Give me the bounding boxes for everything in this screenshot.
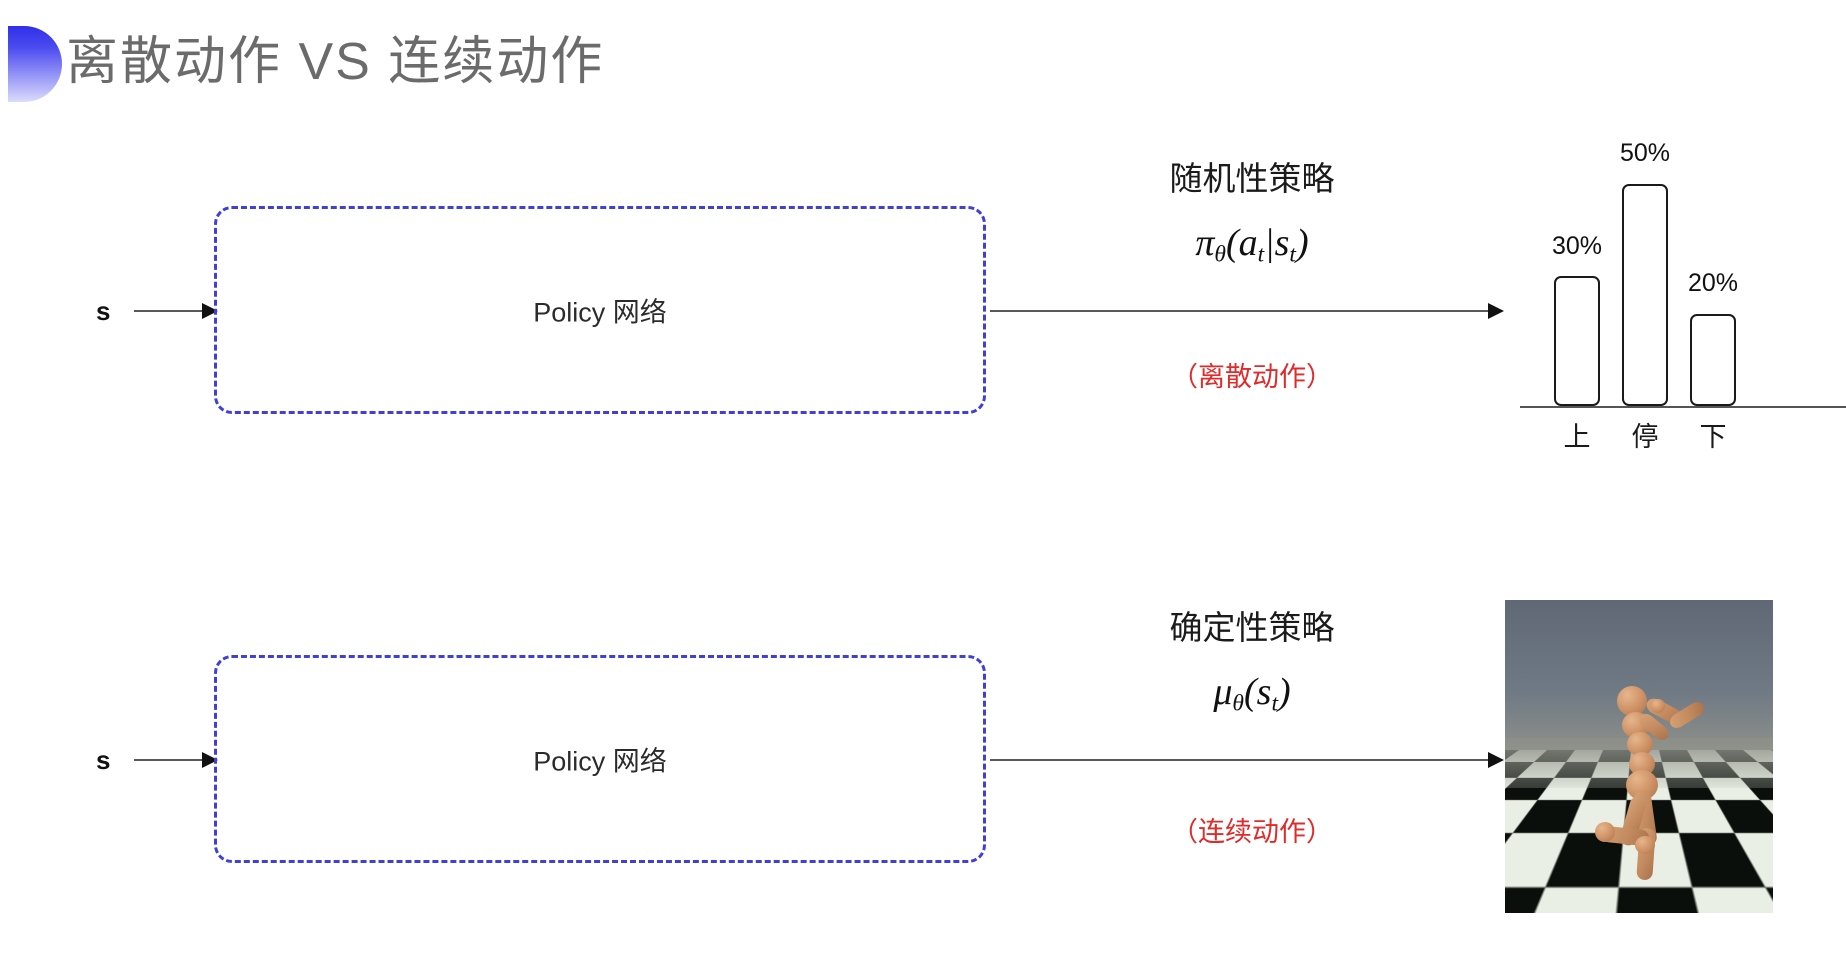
formula-given-state: |s <box>1264 222 1289 264</box>
page-title: 离散动作 VS 连续动作 <box>66 24 604 100</box>
formula-pi: π <box>1195 222 1214 264</box>
formula-close-paren: ) <box>1296 222 1309 264</box>
humanoid-hand-right <box>1651 699 1665 713</box>
bar-value-down: 20% <box>1688 269 1738 298</box>
formula-deterministic-policy: μθ(st) <box>1082 661 1422 735</box>
note-continuous-action: （连续动作） <box>1082 810 1422 849</box>
formula-stochastic-policy: πθ(at|st) <box>1082 212 1422 286</box>
bar-chart-tick-labels: 上 停 下 <box>1554 415 1736 454</box>
bar-chart-bars: 30% 50% 20% <box>1554 146 1736 406</box>
state-label-top: s <box>96 296 110 327</box>
arrow-policy-to-output-bottom <box>990 759 1502 761</box>
arrow-policy-to-output-top <box>990 310 1502 312</box>
formula-open-arg: (a <box>1226 222 1258 264</box>
annotation-title-bottom: 确定性策略 <box>1082 605 1422 651</box>
tick-label-stop: 停 <box>1622 415 1668 454</box>
discrete-action-bar-chart: 30% 50% 20% 上 停 下 <box>1494 100 1846 460</box>
policy-network-box-top[interactable]: Policy 网络 <box>214 206 986 414</box>
bar-value-stop: 50% <box>1620 139 1670 168</box>
arrow-state-to-policy-bottom <box>134 759 216 761</box>
policy-network-box-bottom[interactable]: Policy 网络 <box>214 655 986 863</box>
bar-rect-down <box>1690 314 1736 406</box>
formula-mu: μ <box>1213 671 1232 713</box>
slide-bottom-edge <box>0 956 1846 966</box>
formula-theta: θ <box>1214 242 1226 268</box>
bar-value-up: 30% <box>1552 232 1602 261</box>
policy-network-label-bottom: Policy 网络 <box>217 740 983 779</box>
annotation-title-top: 随机性策略 <box>1082 156 1422 202</box>
title-accent-shape <box>8 26 62 102</box>
state-label-bottom: s <box>96 745 110 776</box>
annotation-group-bottom: 确定性策略 μθ(st) <box>1082 605 1422 735</box>
humanoid-foot-front <box>1635 836 1655 854</box>
formula-close-paren-bottom: ) <box>1278 671 1291 713</box>
bar-chart-axis <box>1520 406 1846 408</box>
tick-label-down: 下 <box>1690 415 1736 454</box>
humanoid-simulation-image <box>1505 600 1773 913</box>
bar-column-down: 20% <box>1690 146 1736 406</box>
bar-rect-up <box>1554 276 1600 406</box>
humanoid-knee-back <box>1595 822 1615 842</box>
note-discrete-action: （离散动作） <box>1082 355 1422 394</box>
bar-rect-stop <box>1622 184 1668 406</box>
tick-label-up: 上 <box>1554 415 1600 454</box>
policy-network-label-top: Policy 网络 <box>217 291 983 330</box>
annotation-group-top: 随机性策略 πθ(at|st) <box>1082 156 1422 286</box>
bar-column-stop: 50% <box>1622 146 1668 406</box>
bar-column-up: 30% <box>1554 146 1600 406</box>
formula-theta-bottom: θ <box>1232 691 1244 717</box>
formula-open-arg-bottom: (s <box>1244 671 1271 713</box>
arrow-state-to-policy-top <box>134 310 216 312</box>
